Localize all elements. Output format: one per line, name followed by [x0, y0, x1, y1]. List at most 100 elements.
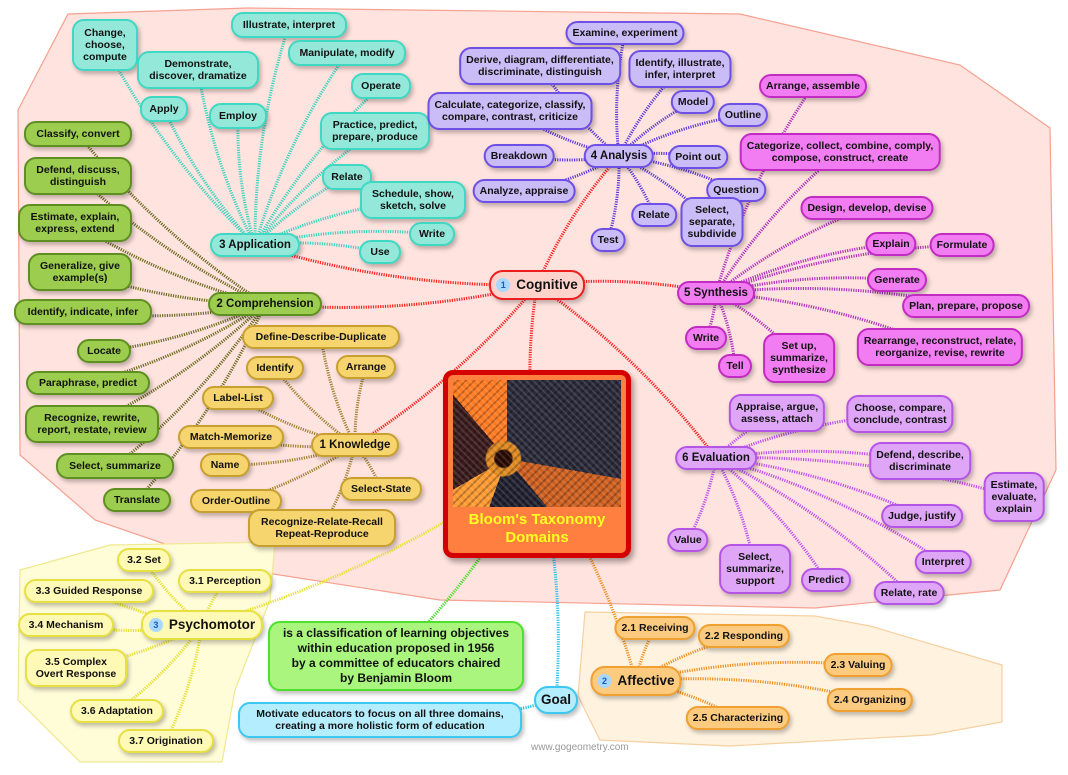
node-label: 3.5 Complex Overt Response [35, 656, 117, 680]
node-n1: Examine, experiment [565, 21, 685, 45]
connector-e10 [686, 457, 718, 541]
node-label: Set up, summarize, synthesize [770, 340, 828, 376]
node-label: Question [713, 184, 759, 196]
node-label: Choose, compare, conclude, contrast [853, 402, 947, 426]
number-badge-icon: 2 [597, 674, 612, 688]
node-k8: Select-State [340, 477, 422, 501]
node-s4: Explain [865, 232, 917, 256]
connector-c8 [91, 302, 267, 426]
connector-e8 [715, 456, 828, 581]
node-label: is a classification of learning objectiv… [282, 626, 510, 685]
node-label: Predict [808, 574, 844, 586]
connector-k4 [237, 396, 356, 447]
node-e7: Relate, rate [873, 581, 945, 605]
node-label: Relate [331, 171, 363, 183]
node-s8: Rearrange, reconstruct, relate, reorgani… [856, 328, 1024, 366]
node-p2: 3.2 Set [117, 548, 171, 572]
node-a10: Schedule, show, sketch, solve [360, 181, 466, 219]
connector-c7 [87, 302, 266, 385]
node-label: Psychomotor [168, 617, 256, 632]
node-n9: Analyze, appraise [472, 179, 576, 203]
node-label: Relate [638, 209, 670, 221]
node-k5: Match-Memorize [178, 425, 284, 449]
central-topic: Bloom's Taxonomy Domains [443, 370, 631, 558]
node-p3: 3.3 Guided Response [24, 579, 154, 603]
node-affective: 2 Affective [590, 666, 682, 696]
node-p7: 3.7 Origination [118, 729, 214, 753]
node-k9: Recognize-Relate-Recall Repeat-Reproduce [248, 509, 396, 547]
node-label: Arrange [345, 361, 387, 373]
node-f1: 2.1 Receiving [614, 616, 696, 640]
node-f3: 2.3 Valuing [823, 653, 893, 677]
node-label: Demonstrate, discover, dramatize [149, 58, 247, 82]
node-label: Defend, discuss, distinguish [36, 164, 120, 188]
node-label: 2.2 Responding [704, 630, 784, 642]
node-k6: Name [200, 453, 250, 477]
node-label: Design, develop, devise [807, 202, 927, 214]
node-s5: Formulate [929, 233, 995, 257]
node-label: Rearrange, reconstruct, relate, reorgani… [863, 335, 1017, 359]
node-label: Select, summarize, support [726, 551, 784, 587]
node-c1: Classify, convert [24, 121, 132, 147]
node-label: Defend, describe, discriminate [876, 449, 964, 473]
node-label: Arrange, assemble [766, 80, 860, 92]
node-label: Recognize, rewrite, report, restate, rev… [37, 412, 147, 436]
node-label: Operate [361, 80, 401, 92]
node-a6: Employ [209, 103, 267, 129]
node-k2: Identify [246, 356, 304, 380]
node-label: 3 Application [219, 239, 291, 251]
node-n11: Relate [631, 203, 677, 227]
connector-c2 [76, 174, 266, 306]
node-label: Affective [617, 673, 675, 688]
node-label: Select, separate, subdivide [687, 204, 737, 240]
node-n4: Calculate, categorize, classify, compare… [427, 92, 593, 130]
node-p5: 3.5 Complex Overt Response [25, 649, 127, 687]
connector-s1 [714, 85, 815, 294]
node-label: Estimate, evaluate, explain [990, 479, 1038, 515]
central-title-line1: Bloom's Taxonomy [468, 511, 606, 528]
node-k4: Label-List [202, 386, 274, 410]
node-label: 2.4 Organizing [833, 694, 907, 706]
node-label: Apply [149, 103, 179, 115]
node-label: Judge, justify [888, 510, 956, 522]
node-label: Relate, rate [880, 587, 938, 599]
node-a11: Write [409, 222, 455, 246]
node-a8: Practice, predict, prepare, produce [320, 112, 430, 150]
node-label: Plan, prepare, propose [909, 300, 1023, 312]
node-label: 3.4 Mechanism [28, 619, 104, 631]
node-label: Identify, illustrate, infer, interpret [635, 57, 725, 81]
node-c10: Translate [103, 488, 171, 512]
node-label: Select, summarize [69, 460, 161, 472]
connector-a10 [254, 198, 414, 247]
connector-s3 [715, 206, 868, 295]
node-f2: 2.2 Responding [697, 624, 791, 648]
node-label: Select-State [350, 483, 412, 495]
node-label: Examine, experiment [572, 27, 678, 39]
watermark: www.gogeometry.com [531, 742, 629, 753]
connector-c3 [74, 221, 266, 306]
node-k3: Arrange [336, 355, 396, 379]
node-p6: 3.6 Adaptation [70, 699, 164, 723]
node-n7: Breakdown [483, 144, 555, 168]
node-s10: Tell [718, 354, 752, 378]
node-label: Manipulate, modify [299, 47, 395, 59]
node-label: Test [597, 234, 619, 246]
node-e5: Judge, justify [881, 504, 963, 528]
node-label: Tell [726, 360, 744, 372]
node-label: Identify [256, 362, 294, 374]
node-label: Name [210, 459, 240, 471]
node-e10: Value [667, 528, 709, 552]
connector-evaluation [536, 283, 718, 459]
node-c3: Estimate, explain, express, extend [18, 204, 132, 242]
connector-k2 [273, 367, 356, 447]
node-label: Schedule, show, sketch, solve [372, 188, 454, 212]
node-a7: Operate [351, 73, 411, 99]
node-s7: Plan, prepare, propose [902, 294, 1030, 318]
node-application: 3 Application [210, 233, 300, 257]
central-title-line2: Domains [505, 529, 569, 546]
fractal-image [453, 380, 621, 507]
node-c7: Paraphrase, predict [26, 371, 150, 395]
node-s3: Design, develop, devise [800, 196, 934, 220]
node-c9: Select, summarize [56, 453, 174, 479]
